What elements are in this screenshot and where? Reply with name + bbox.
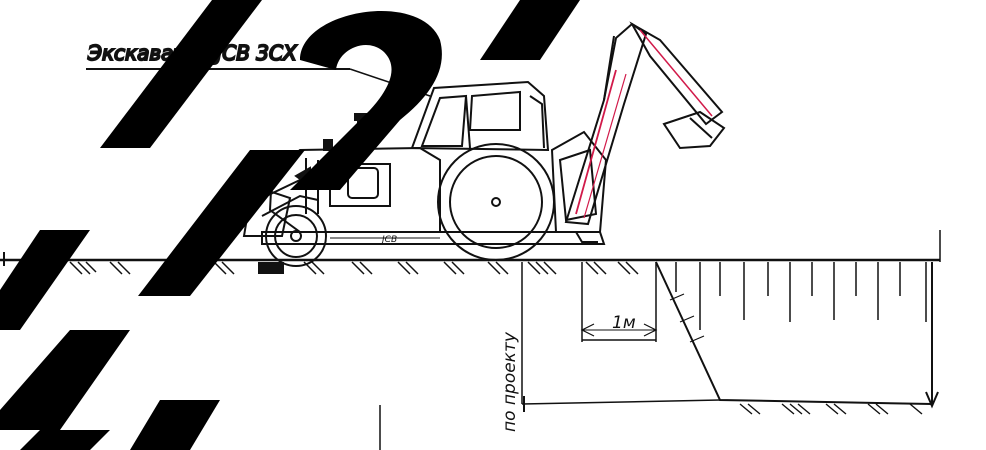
excavation-pit xyxy=(521,230,941,415)
svg-text:JCB: JCB xyxy=(380,235,397,245)
dimension-1m: 1м xyxy=(580,262,658,342)
ground-hatching xyxy=(69,261,639,275)
backhoe-bucket xyxy=(662,110,726,150)
watermark xyxy=(0,0,580,450)
chassis: JCB xyxy=(261,231,606,245)
dimension-label: 1м xyxy=(612,313,636,333)
excavator: JCB xyxy=(242,21,726,267)
cab xyxy=(410,80,550,152)
backhoe-base xyxy=(550,130,608,243)
backhoe-boom xyxy=(564,21,724,226)
depth-label: по проекту xyxy=(500,331,520,432)
rear-wheel xyxy=(437,143,555,261)
front-wheel xyxy=(265,205,327,267)
ground-surface xyxy=(0,252,940,266)
ground-marker xyxy=(258,262,284,274)
